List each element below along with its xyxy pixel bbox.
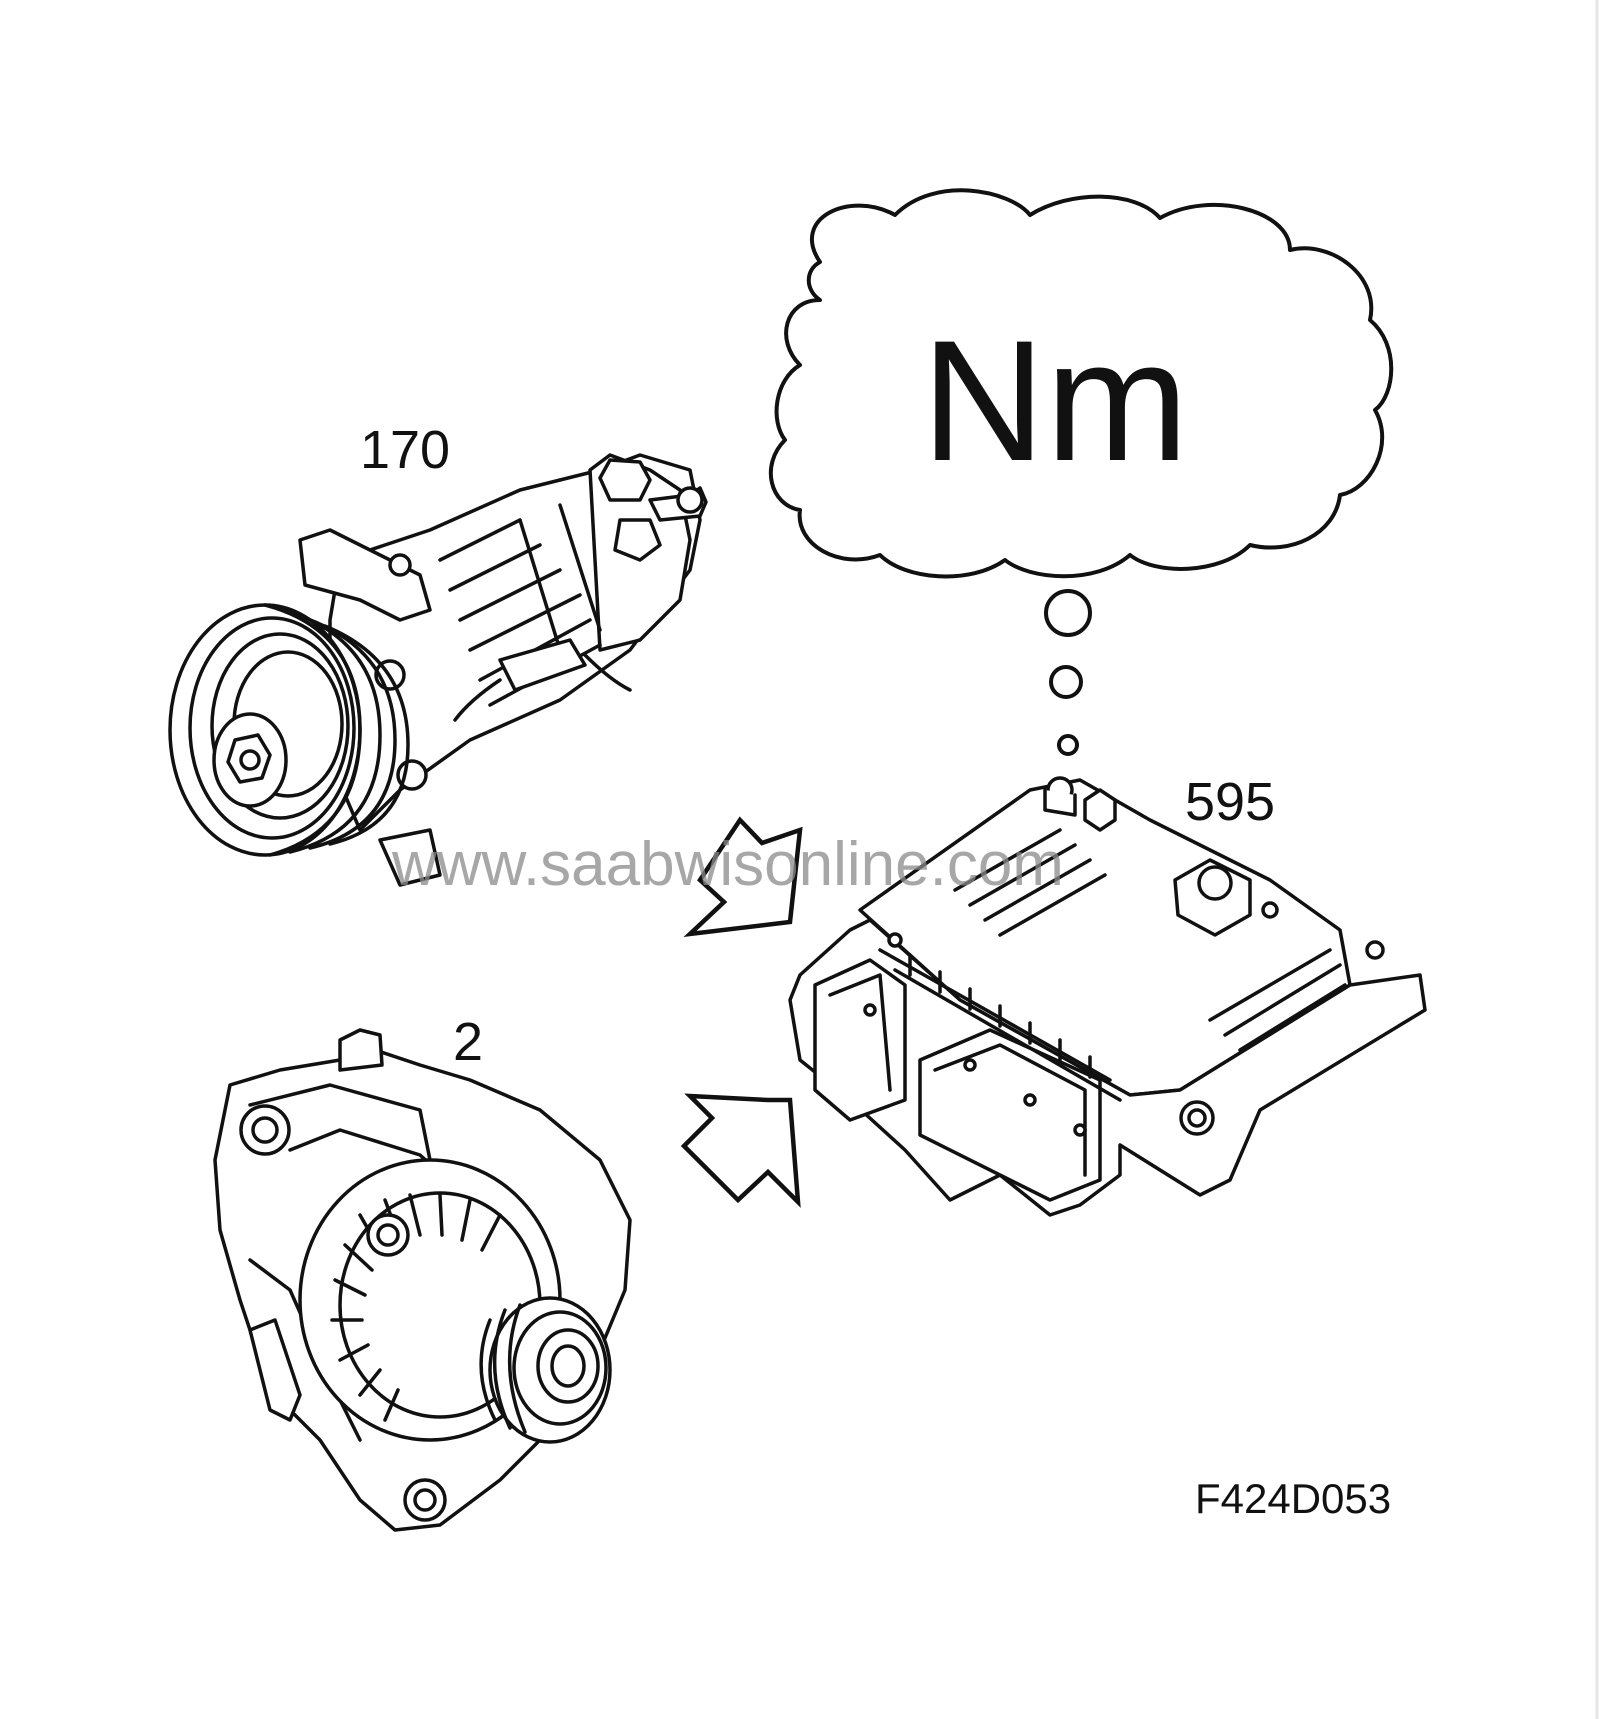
cloud-bubble-medium (1049, 665, 1083, 699)
control-module-drawing (788, 776, 1427, 1217)
cloud-bubble-large (1044, 589, 1092, 637)
ac-compressor-drawing (168, 453, 708, 887)
cloud-bubble-small (1057, 734, 1079, 756)
generator-drawing (213, 1028, 632, 1532)
watermark-text: www.saabwisonline.com (391, 830, 1064, 899)
generator-label: 2 (453, 1012, 483, 1072)
cloud-outline (768, 188, 1394, 579)
compressor-label: 170 (360, 420, 450, 480)
control-module-label: 595 (1185, 772, 1275, 832)
arrows (680, 816, 803, 1208)
thought-cloud (768, 188, 1394, 756)
torque-unit-label: Nm (921, 305, 1189, 497)
arrow-upper (683, 816, 803, 938)
figure-id: F424D053 (1195, 1475, 1391, 1522)
arrow-lower (680, 1093, 801, 1208)
